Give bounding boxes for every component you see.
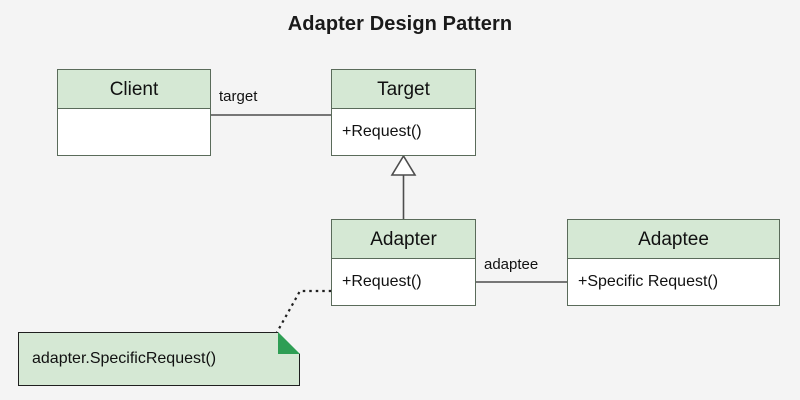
- uml-class-target-members: +Request(): [332, 109, 475, 155]
- uml-class-target-name: Target: [332, 70, 475, 109]
- edge-adapter-target-generalization: [390, 154, 417, 219]
- edge-note-adapter: [275, 289, 331, 335]
- uml-class-adaptee-name: Adaptee: [568, 220, 779, 259]
- uml-class-target-member: +Request(): [342, 123, 422, 140]
- uml-class-client-members: [58, 109, 210, 155]
- uml-class-adaptee-member: +Specific Request(): [578, 273, 719, 290]
- note-fold-corner-icon: [278, 332, 300, 354]
- uml-class-target[interactable]: Target +Request(): [331, 69, 476, 156]
- edge-label-adaptee: adaptee: [484, 256, 539, 273]
- generalization-arrowhead: [390, 154, 417, 176]
- page-title: Adapter Design Pattern: [287, 13, 513, 35]
- uml-class-adapter-members: +Request(): [332, 259, 475, 305]
- uml-class-client[interactable]: Client: [57, 69, 211, 156]
- uml-class-adaptee-members: +Specific Request(): [568, 259, 779, 305]
- edge-label-target: target: [219, 88, 258, 105]
- note-text: adapter.SpecificRequest(): [32, 350, 217, 367]
- uml-class-adapter[interactable]: Adapter +Request(): [331, 219, 476, 306]
- uml-class-adaptee[interactable]: Adaptee +Specific Request(): [567, 219, 780, 306]
- uml-class-client-name: Client: [58, 70, 210, 109]
- note-box[interactable]: adapter.SpecificRequest(): [18, 332, 300, 386]
- uml-class-adapter-name: Adapter: [332, 220, 475, 259]
- note-shape: [18, 332, 300, 386]
- uml-class-adapter-member: +Request(): [342, 273, 422, 290]
